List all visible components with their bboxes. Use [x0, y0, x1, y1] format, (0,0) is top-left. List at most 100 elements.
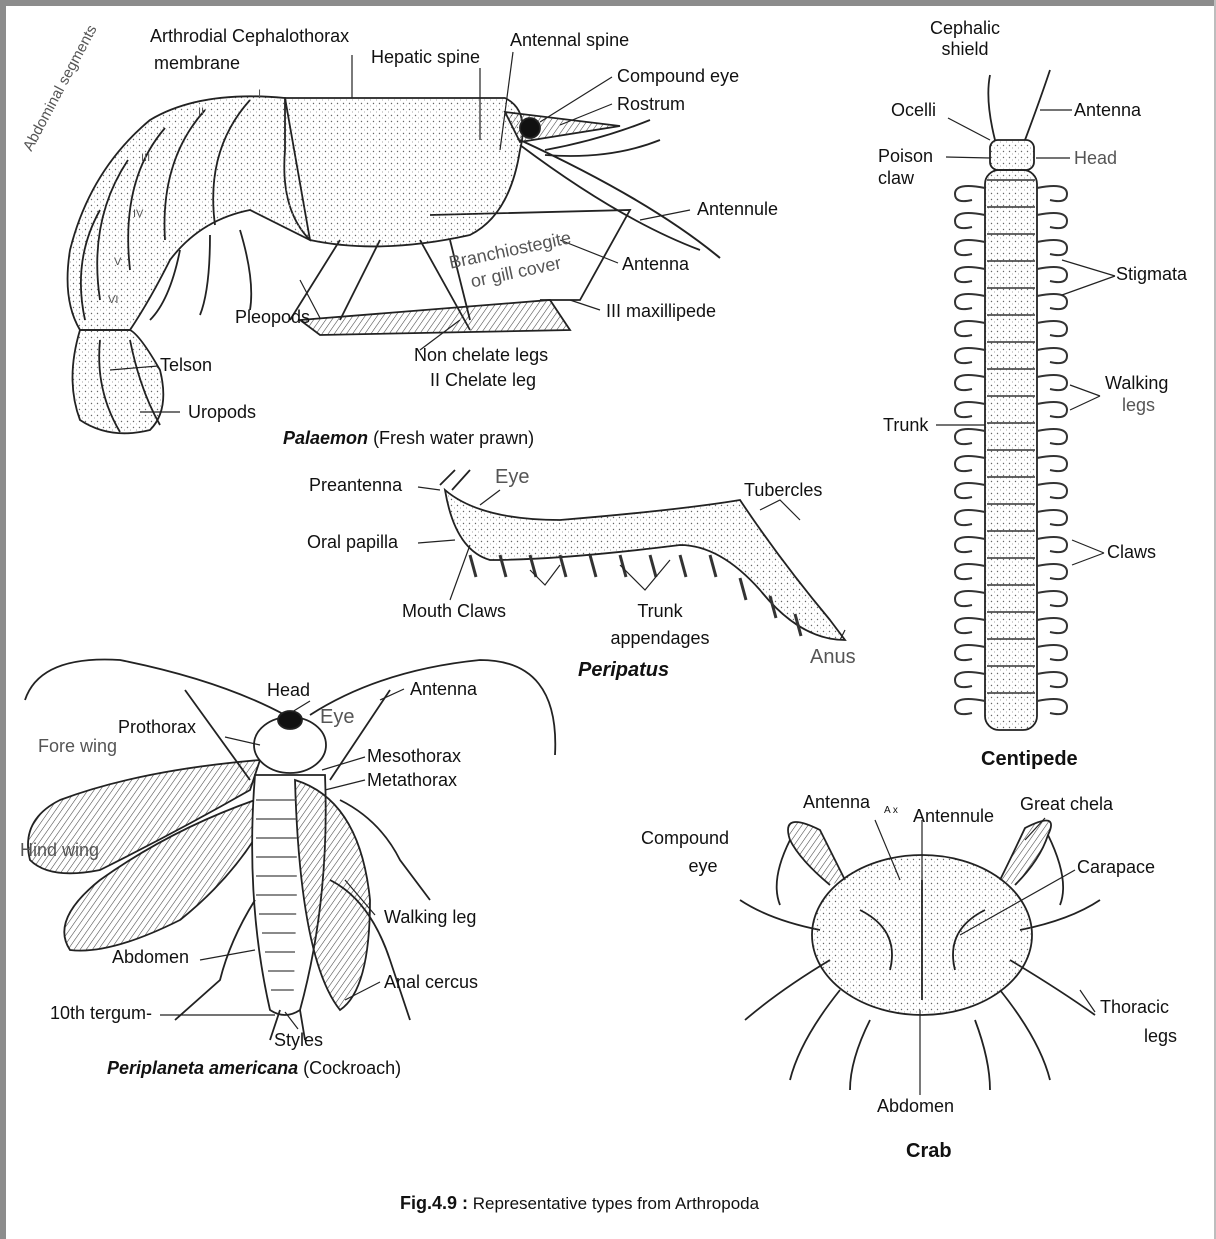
centipede-right-leg [1037, 672, 1067, 687]
centipede-right-leg [1037, 294, 1067, 309]
centipede-left-leg [955, 186, 985, 201]
label-centipede-trunk: Trunk [883, 415, 928, 436]
figure-number: Fig.4.9 : [400, 1193, 468, 1213]
label-membrane: membrane [154, 53, 240, 74]
peripatus-leg [470, 555, 476, 577]
centipede-right-leg [1037, 456, 1067, 471]
label-maxillipede: III maxillipede [606, 301, 716, 322]
centipede-right-leg [1037, 483, 1067, 498]
label-hind-wing: Hind wing [20, 840, 99, 861]
label-tubercles: Tubercles [744, 480, 822, 501]
label-ocelli: Ocelli [891, 100, 936, 121]
label-tergum: 10th tergum- [50, 1003, 152, 1024]
peripatus-leg [740, 578, 746, 600]
peripatus-leg [710, 555, 716, 577]
peripatus-leg [560, 555, 566, 577]
label-prothorax: Prothorax [118, 717, 196, 738]
label-walking-leg: Walking leg [384, 907, 476, 928]
label-uropods: Uropods [188, 402, 256, 423]
label-crab-antenna: Antenna [803, 792, 870, 813]
caption-peripatus: Peripatus [578, 659, 669, 681]
abdominal-segment-numeral: III [141, 148, 150, 169]
centipede-right-leg [1037, 618, 1067, 633]
centipede-left-leg [955, 699, 985, 714]
label-walking-2: legs [1122, 395, 1155, 416]
label-mouth-claws: Mouth Claws [402, 601, 506, 622]
centipede-drawing [985, 70, 1050, 730]
label-carapace: Carapace [1077, 857, 1155, 878]
centipede-right-leg [1037, 267, 1067, 282]
peripatus-leg [650, 555, 656, 577]
centipede-right-leg [1037, 537, 1067, 552]
centipede-right-leg [1037, 645, 1067, 660]
label-cephalic-1: Cephalic [920, 18, 1010, 39]
centipede-left-leg [955, 240, 985, 255]
label-claws: Claws [1107, 542, 1156, 563]
figure-caption-text: Representative types from Arthropoda [473, 1194, 759, 1213]
label-poison-1: Poison [878, 146, 933, 167]
centipede-left-leg [955, 645, 985, 660]
centipede-right-leg [1037, 213, 1067, 228]
centipede-left-leg [955, 321, 985, 336]
centipede-left-leg [955, 429, 985, 444]
centipede-left-leg [955, 294, 985, 309]
label-poison-2: claw [878, 168, 914, 189]
label-metathorax: Metathorax [367, 770, 457, 791]
centipede-left-leg [955, 618, 985, 633]
label-cockroach-head: Head [267, 680, 310, 701]
centipede-right-leg [1037, 321, 1067, 336]
label-preantenna: Preantenna [309, 475, 402, 496]
label-thoracic-2: legs [1144, 1026, 1177, 1047]
caption-palaemon-common: (Fresh water prawn) [373, 428, 534, 448]
peripatus-leg [680, 555, 686, 577]
caption-palaemon: Palaemon (Fresh water prawn) [283, 427, 534, 449]
label-peripatus-eye: Eye [495, 467, 529, 488]
caption-palaemon-genus: Palaemon [283, 428, 368, 448]
label-styles: Styles [274, 1030, 323, 1051]
label-anal-cercus: Anal cercus [384, 972, 478, 993]
label-rostrum: Rostrum [617, 94, 685, 115]
centipede-left-leg [955, 348, 985, 363]
label-cockroach-antenna: Antenna [410, 679, 477, 700]
centipede-left-leg [955, 591, 985, 606]
label-oral-papilla: Oral papilla [307, 532, 398, 553]
centipede-right-leg [1037, 510, 1067, 525]
label-walking-1: Walking [1105, 373, 1168, 394]
label-great-chela: Great chela [1020, 794, 1113, 815]
centipede-left-leg [955, 672, 985, 687]
label-crab-abdomen: Abdomen [877, 1096, 954, 1117]
label-cockroach-abdomen: Abdomen [112, 947, 189, 968]
centipede-left-leg [955, 402, 985, 417]
label-crab-ax: A x [884, 805, 898, 817]
label-anus: Anus [810, 647, 856, 668]
centipede-left-leg [955, 375, 985, 390]
centipede-right-leg [1037, 564, 1067, 579]
label-hepatic-spine: Hepatic spine [371, 47, 480, 68]
peripatus-leg [590, 555, 596, 577]
centipede-right-leg [1037, 375, 1067, 390]
label-arthrodial: Arthrodial Cephalothorax [150, 26, 349, 47]
abdominal-segment-numeral: VI [108, 290, 118, 311]
centipede-right-leg [1037, 591, 1067, 606]
caption-cockroach-genus: Periplaneta americana [107, 1058, 298, 1078]
centipede-right-leg [1037, 429, 1067, 444]
centipede-left-leg [955, 483, 985, 498]
caption-cockroach: Periplaneta americana (Cockroach) [107, 1057, 401, 1079]
label-fore-wing: Fore wing [38, 736, 117, 757]
centipede-left-leg [955, 564, 985, 579]
label-centipede-antenna: Antenna [1074, 100, 1141, 121]
label-antennule: Antennule [697, 199, 778, 220]
label-crab-compound-1: Compound [630, 828, 740, 849]
label-mesothorax: Mesothorax [367, 746, 461, 767]
caption-peripatus-genus: Peripatus [578, 659, 669, 681]
title-crab: Crab [906, 1140, 952, 1163]
label-crab-compound-2: eye [648, 856, 758, 877]
label-pleopods: Pleopods [235, 307, 310, 328]
label-centipede-head: Head [1074, 148, 1117, 169]
title-centipede: Centipede [981, 748, 1078, 771]
centipede-left-leg [955, 537, 985, 552]
centipede-right-leg [1037, 402, 1067, 417]
caption-cockroach-common: (Cockroach) [303, 1058, 401, 1078]
label-compound-eye: Compound eye [617, 66, 739, 87]
